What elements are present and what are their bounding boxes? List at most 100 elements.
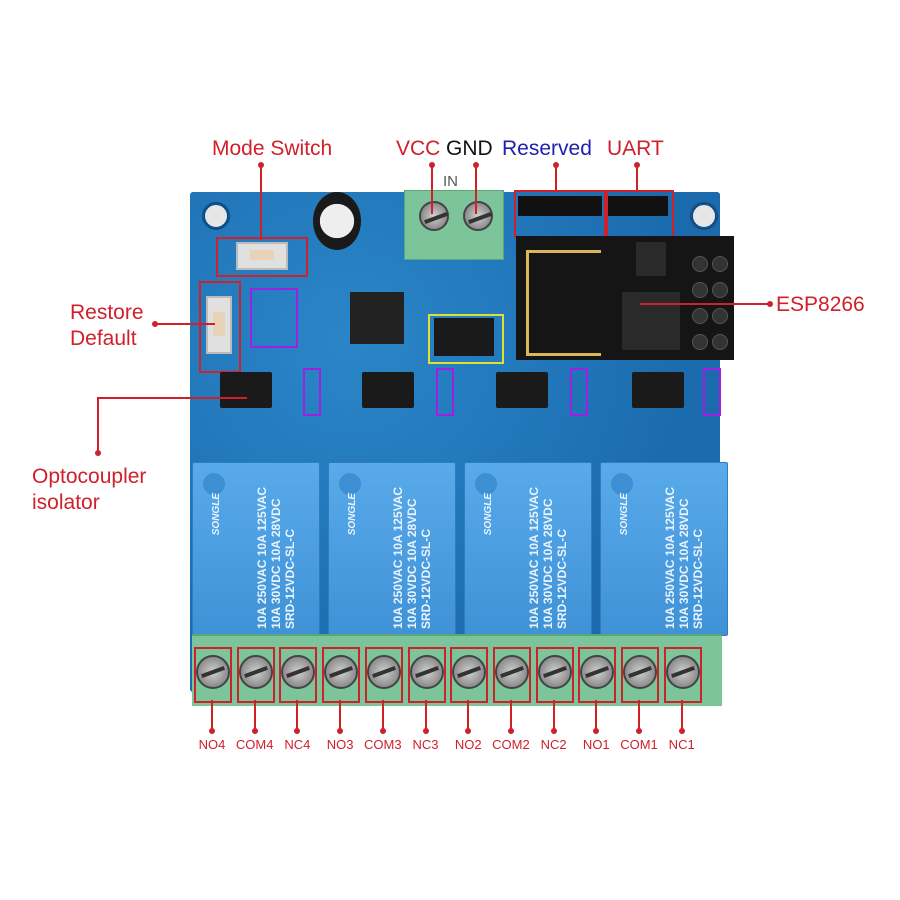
terminal-label-no4: NO4 (198, 737, 226, 752)
terminal-leader (339, 700, 342, 730)
terminal-leader (296, 700, 299, 730)
terminal-box-nc1 (663, 647, 702, 703)
gnd-leader (475, 164, 477, 214)
esp-pin (712, 308, 728, 324)
mode-switch-box (216, 237, 308, 277)
restore-default-button[interactable] (206, 296, 232, 354)
terminal-box-com2 (492, 647, 531, 703)
relay-knob (203, 473, 225, 495)
terminal-box-no1 (578, 647, 617, 703)
esp-chip (622, 292, 680, 350)
esp-pin (692, 308, 708, 324)
esp-pin (692, 334, 708, 350)
terminal-screw-no1[interactable] (580, 655, 615, 689)
leader-dot (251, 728, 258, 734)
vcc-leader (431, 164, 433, 214)
vcc-label: VCC (396, 137, 441, 160)
terminal-label-nc1: NC1 (668, 737, 695, 752)
uart-label: UART (607, 137, 664, 160)
status-led-box (250, 288, 298, 348)
terminal-leader (424, 700, 427, 730)
leader-dot (507, 728, 514, 734)
terminal-label-nc3: NC3 (412, 737, 439, 752)
capacitor (313, 192, 361, 250)
restore-default-label-2: Default (70, 327, 137, 350)
in-label: IN (443, 173, 458, 190)
terminal-screw-nc4[interactable] (281, 655, 316, 689)
uart-leader (636, 164, 638, 190)
terminal-box-com3 (364, 647, 403, 703)
leader-dot (379, 728, 386, 734)
terminal-screw-com1[interactable] (623, 655, 657, 689)
channel-led-box (570, 368, 588, 416)
esp-pin (692, 256, 708, 272)
relay-brand: SONGLE (347, 493, 358, 536)
restore-leader (155, 323, 215, 325)
leader-dot (95, 450, 101, 456)
leader-dot (550, 728, 557, 734)
mode-switch-leader (260, 164, 262, 240)
terminal-screw-no2[interactable] (452, 655, 487, 689)
uart-header (606, 196, 668, 216)
terminal-label-com3: COM3 (364, 737, 402, 752)
vcc-screw (419, 201, 449, 231)
terminal-box-no3 (322, 647, 361, 703)
terminal-screw-com3[interactable] (366, 655, 401, 689)
leader-dot (553, 162, 559, 168)
jumper[interactable] (434, 318, 494, 356)
relay-knob (611, 473, 633, 495)
terminal-screw-com4[interactable] (238, 655, 273, 689)
reserved-header-box (514, 190, 606, 238)
terminal-leader (211, 700, 213, 730)
flash-chip (636, 242, 666, 276)
leader-dot (593, 728, 600, 734)
button-cap (213, 312, 225, 336)
relay-brand: SONGLE (211, 493, 222, 536)
terminal-screw-nc2[interactable] (537, 655, 572, 689)
terminal-screw-no4[interactable] (196, 655, 230, 689)
optocoupler-1 (220, 372, 272, 408)
terminal-box-nc3 (407, 647, 446, 703)
leader-dot (678, 728, 685, 734)
reserved-header (518, 196, 602, 216)
esp-pin (692, 282, 708, 298)
terminal-box-no4 (194, 647, 232, 703)
gnd-label: GND (446, 137, 493, 160)
terminal-screw-nc1[interactable] (665, 655, 700, 689)
terminal-box-no2 (450, 647, 489, 703)
terminal-screw-no3[interactable] (324, 655, 359, 689)
mode-switch-button[interactable] (236, 242, 288, 270)
uart-header-box (606, 190, 674, 238)
leader-dot (337, 728, 344, 734)
terminal-leader (680, 700, 683, 730)
terminal-leader (595, 700, 598, 730)
pcb-antenna (526, 250, 601, 356)
relay-brand: SONGLE (483, 493, 494, 536)
opto-leader-v (97, 397, 99, 451)
terminal-label-com2: COM2 (492, 737, 530, 752)
leader-dot (258, 162, 264, 168)
terminal-box-nc4 (279, 647, 318, 703)
leader-dot (473, 162, 479, 168)
channel-led-box (303, 368, 321, 416)
terminal-label-nc4: NC4 (284, 737, 311, 752)
terminal-box-com1 (621, 647, 659, 703)
terminal-box-com4 (236, 647, 275, 703)
terminal-label-no3: NO3 (326, 737, 354, 752)
terminal-screw-nc3[interactable] (409, 655, 444, 689)
leader-dot (422, 728, 429, 734)
gnd-screw (463, 201, 493, 231)
ic-chip (350, 292, 404, 344)
terminal-label-no2: NO2 (454, 737, 482, 752)
esp-pin (712, 334, 728, 350)
terminal-screw-com2[interactable] (494, 655, 529, 689)
leader-dot (294, 728, 301, 734)
leader-dot (636, 728, 642, 734)
optocoupler-3 (496, 372, 548, 408)
esp8266-label: ESP8266 (776, 293, 865, 316)
